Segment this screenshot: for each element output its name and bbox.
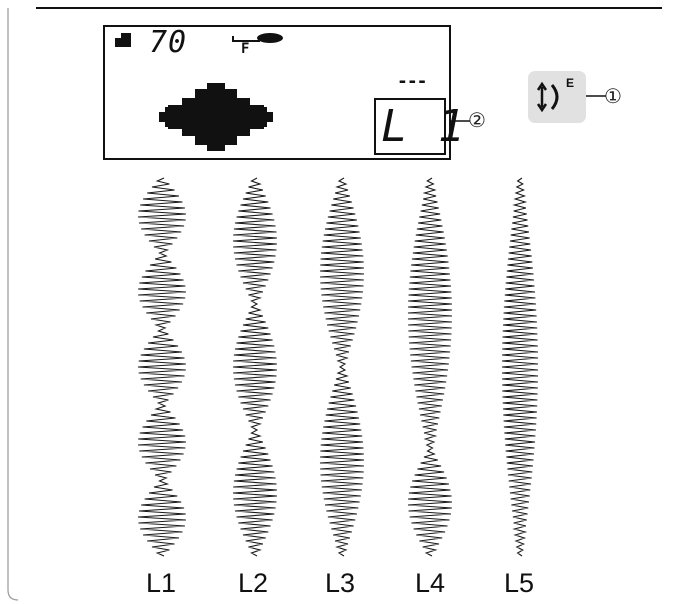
stitch-sample-l2 <box>232 177 277 557</box>
left-border <box>7 8 19 601</box>
callout-2: ② <box>468 108 486 132</box>
pattern-code: L 1 <box>381 101 467 152</box>
pattern-number-box <box>374 98 446 155</box>
lcd-graphics <box>115 33 446 155</box>
callout-1: ① <box>604 84 622 108</box>
elongation-button-label: E <box>566 76 575 90</box>
lcd-display: 70 F --- L 1 <box>103 25 464 160</box>
stitch-sample-l4 <box>407 177 453 557</box>
needle-position-icon <box>115 33 131 47</box>
foot-code: F <box>241 41 250 57</box>
sample-label-l5: L5 <box>504 568 535 598</box>
stitch-sample-l5 <box>501 177 539 557</box>
needle-code: 70 <box>149 25 188 60</box>
stitch-sample-l3 <box>319 177 365 557</box>
sample-label-l1: L1 <box>146 568 177 598</box>
presser-foot-icon <box>232 33 283 43</box>
sample-label-l4: L4 <box>415 568 446 598</box>
sample-label-l3: L3 <box>325 568 356 598</box>
stitch-sample-l1 <box>137 177 187 557</box>
pattern-dashes: --- <box>397 71 427 92</box>
elongation-button[interactable]: E <box>528 71 586 123</box>
stitch-pattern-icon <box>159 83 273 151</box>
sample-label-l2: L2 <box>238 568 269 598</box>
elongation-adjust-icon <box>536 81 559 113</box>
callout-leader-1 <box>586 95 606 97</box>
callout-leader-2 <box>450 120 470 122</box>
